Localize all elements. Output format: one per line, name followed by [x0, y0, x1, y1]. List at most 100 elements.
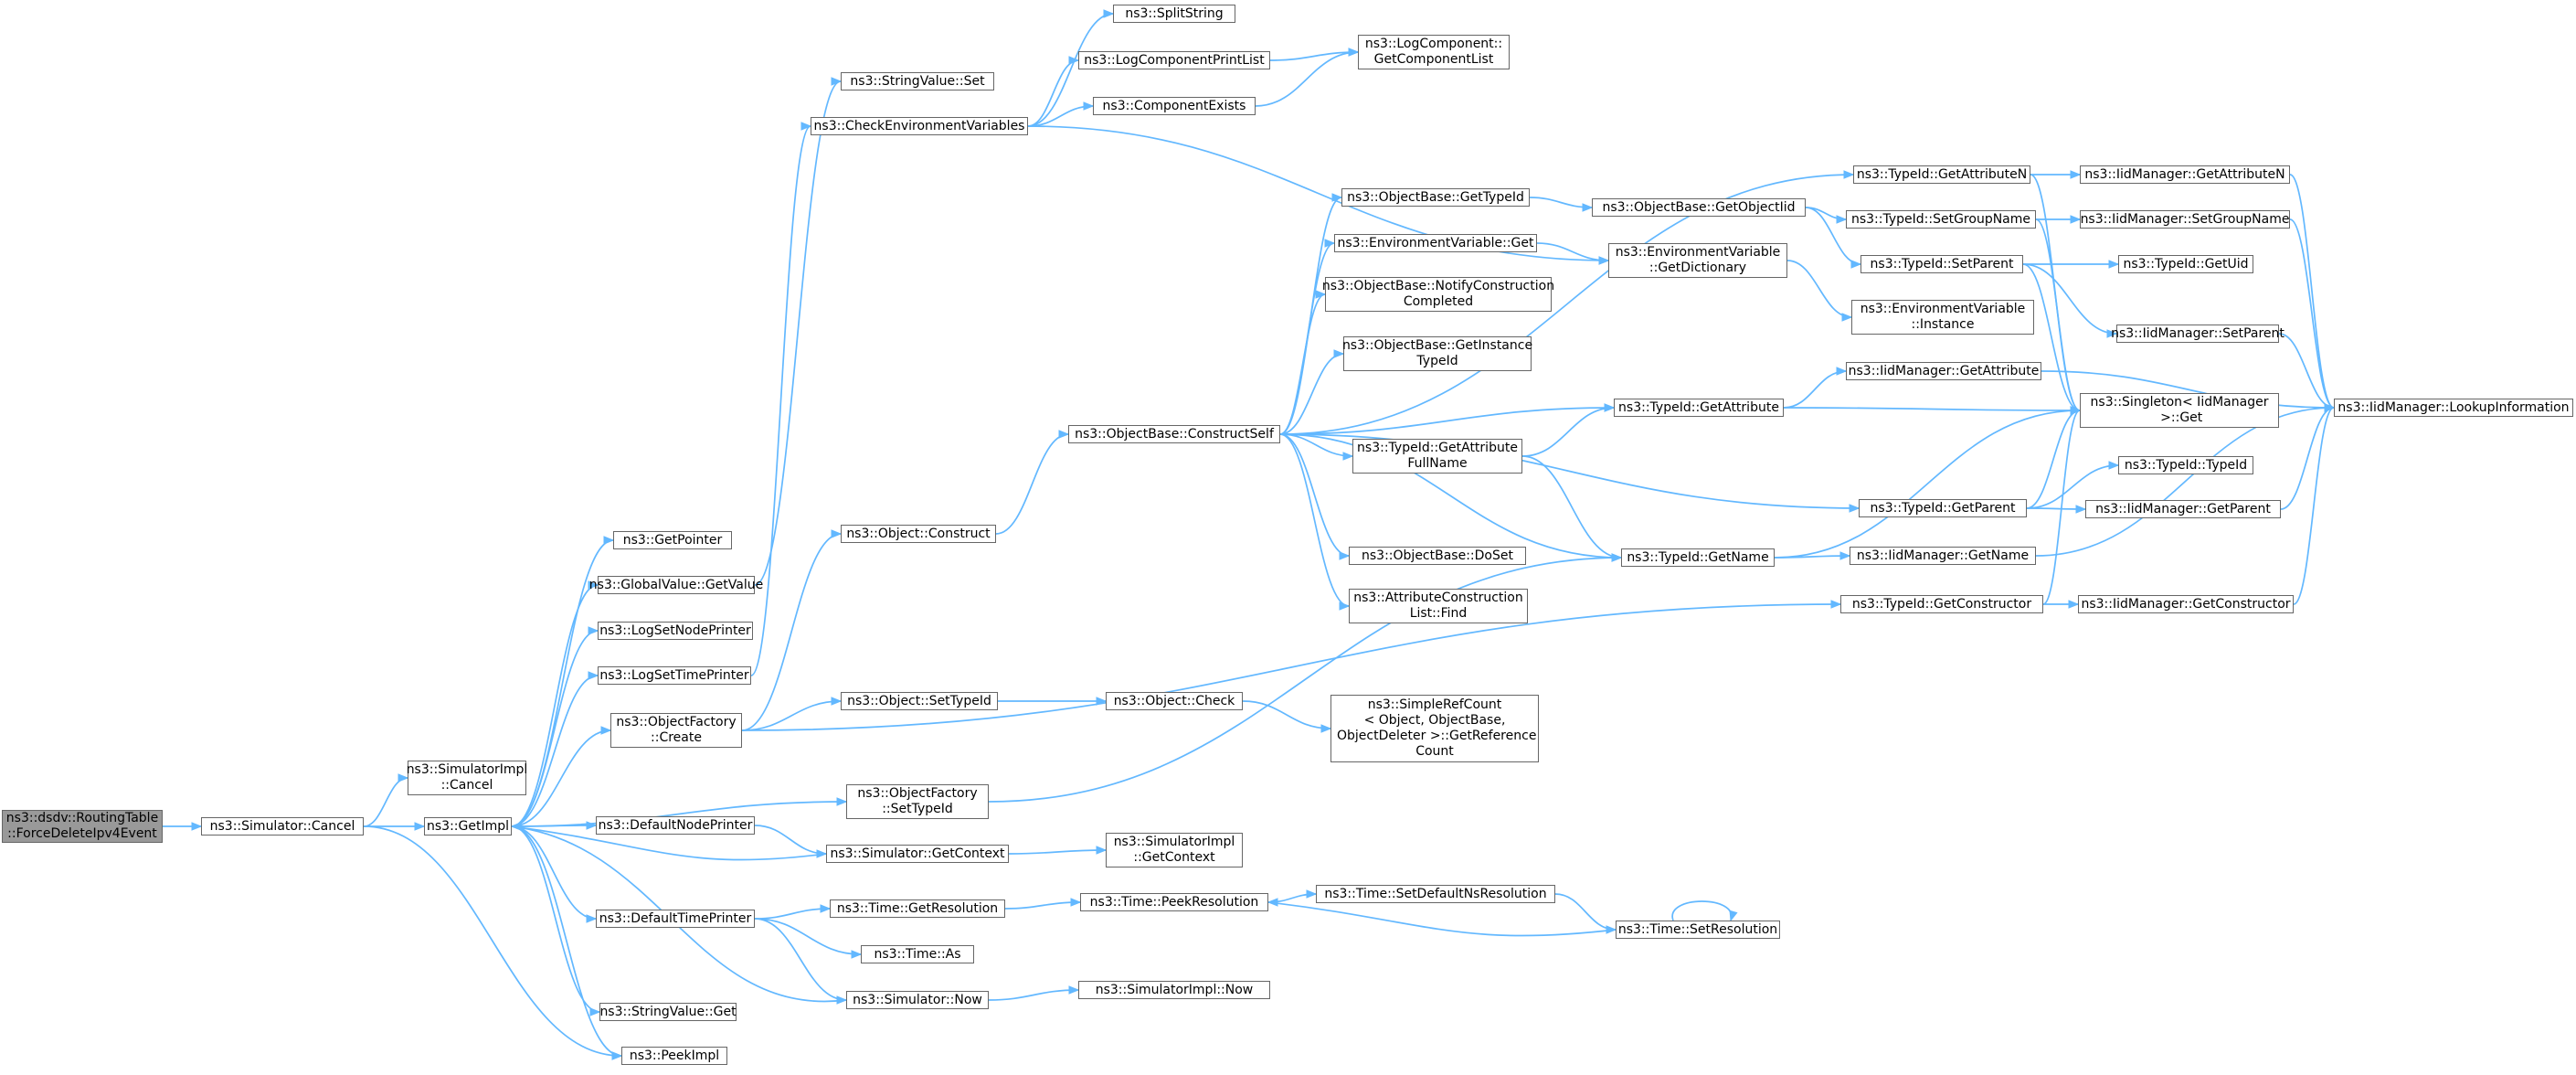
edge-simgetcontext-to-getimpl: [511, 825, 827, 861]
node-getimpl[interactable]: ns3::GetImpl: [424, 817, 512, 836]
edge-arrowhead: [1058, 430, 1070, 439]
edge-arrowhead: [588, 626, 599, 635]
node-checkenv[interactable]: ns3::CheckEnvironmentVariables: [811, 117, 1028, 135]
node-simcancel[interactable]: ns3::Simulator::Cancel: [201, 817, 364, 836]
edge-constructself-to-tidgetattr: [1279, 407, 1615, 435]
node-svset[interactable]: ns3::StringValue::Set: [841, 72, 994, 90]
node-setres[interactable]: ns3::Time::SetResolution: [1616, 921, 1780, 939]
node-simimplcancel[interactable]: ns3::SimulatorImpl ::Cancel: [407, 761, 527, 795]
edge-tidgetparent-to-singletonget: [2026, 410, 2081, 509]
edge-defnodeprinter-to-simgetcontext: [754, 825, 827, 855]
node-simimplgetcontext[interactable]: ns3::SimulatorImpl ::GetContext: [1106, 833, 1243, 867]
node-peekimpl[interactable]: ns3::PeekImpl: [621, 1047, 727, 1065]
edge-constructself-to-obdoset: [1279, 433, 1350, 557]
edge-arrowhead: [800, 122, 812, 131]
edge-getimpl-to-logsetnode: [511, 630, 599, 827]
node-obgettypeid[interactable]: ns3::ObjectBase::GetTypeId: [1341, 188, 1530, 207]
node-iidsetgroup[interactable]: ns3::IidManager::SetGroupName: [2080, 210, 2290, 229]
edge-arrowhead: [1306, 889, 1318, 899]
edge-simgetcontext-to-simimplgetcontext: [1008, 849, 1107, 855]
node-iidlookup[interactable]: ns3::IidManager::LookupInformation: [2334, 399, 2573, 417]
node-logsettime[interactable]: ns3::LogSetTimePrinter: [598, 666, 751, 685]
edge-simcancel-to-simimplcancel: [363, 777, 408, 827]
edge-arrowhead: [2075, 505, 2087, 514]
node-logcompget[interactable]: ns3::LogComponent:: GetComponentList: [1358, 35, 1510, 69]
node-root[interactable]: ns3::dsdv::RoutingTable ::ForceDeleteIpv…: [2, 810, 163, 843]
node-timeas[interactable]: ns3::Time::As: [861, 945, 974, 963]
node-constructself[interactable]: ns3::ObjectBase::ConstructSelf: [1068, 425, 1280, 443]
node-timegetres[interactable]: ns3::Time::GetResolution: [830, 899, 1005, 918]
edge-getimpl-to-logsettime: [511, 675, 599, 827]
node-objcheck[interactable]: ns3::Object::Check: [1106, 692, 1243, 710]
node-tidgetattr[interactable]: ns3::TypeId::GetAttribute: [1614, 399, 1784, 417]
node-objsettypeid[interactable]: ns3::Object::SetTypeId: [841, 692, 998, 710]
node-getattrfullname[interactable]: ns3::TypeId::GetAttribute FullName: [1352, 439, 1522, 474]
node-tidsetgroup[interactable]: ns3::TypeId::SetGroupName: [1846, 210, 2036, 229]
edge-envgetdict-to-envinstance: [1786, 260, 1852, 318]
node-simplerefcount[interactable]: ns3::SimpleRefCount < Object, ObjectBase…: [1330, 695, 1539, 762]
node-tidgetattrn[interactable]: ns3::TypeId::GetAttributeN: [1853, 165, 2030, 184]
node-getobjectiid[interactable]: ns3::ObjectBase::GetObjectIid: [1592, 198, 1806, 217]
node-ofsettypeid[interactable]: ns3::ObjectFactory ::SetTypeId: [846, 784, 989, 819]
call-edges: [163, 9, 2336, 1060]
node-logcompprint[interactable]: ns3::LogComponentPrintList: [1078, 51, 1270, 69]
edge-ofcreate-to-objsettypeid: [741, 700, 842, 731]
node-attrconstrfind[interactable]: ns3::AttributeConstruction List::Find: [1349, 589, 1528, 623]
node-simgetcontext[interactable]: ns3::Simulator::GetContext: [826, 845, 1009, 863]
node-ofcreate[interactable]: ns3::ObjectFactory ::Create: [610, 713, 742, 748]
edge-constructself-to-tidgetattrn: [1279, 174, 1854, 435]
edge-simcancel-to-peekimpl: [363, 825, 622, 1057]
edge-arrowhead: [1331, 193, 1343, 202]
node-iidgetattrn[interactable]: ns3::IidManager::GetAttributeN: [2080, 165, 2290, 184]
node-getinsttypeid[interactable]: ns3::ObjectBase::GetInstance TypeId: [1342, 336, 1532, 371]
node-logsetnode[interactable]: ns3::LogSetNodePrinter: [598, 622, 753, 640]
node-tidtypeid[interactable]: ns3::TypeId::TypeId: [2118, 456, 2253, 474]
edge-arrowhead: [1083, 101, 1095, 111]
node-peekres[interactable]: ns3::Time::PeekResolution: [1080, 893, 1268, 911]
node-svget[interactable]: ns3::StringValue::Get: [599, 1003, 737, 1021]
node-tidgetconstr[interactable]: ns3::TypeId::GetConstructor: [1840, 595, 2043, 613]
edge-arrowhead: [1339, 551, 1351, 560]
node-envinstance[interactable]: ns3::EnvironmentVariable ::Instance: [1851, 300, 2034, 335]
edge-getimpl-to-gvgetvalue: [511, 584, 599, 827]
node-simimplnow[interactable]: ns3::SimulatorImpl::Now: [1078, 981, 1270, 999]
node-iidsetparent[interactable]: ns3::IidManager::SetParent: [2111, 325, 2284, 343]
edge-arrowhead: [510, 822, 522, 831]
node-compexists[interactable]: ns3::ComponentExists: [1093, 97, 1256, 115]
node-gvgetvalue[interactable]: ns3::GlobalValue::GetValue: [589, 576, 763, 594]
node-setdefres[interactable]: ns3::Time::SetDefaultNsResolution: [1316, 885, 1555, 903]
edge-arrowhead: [1348, 48, 1360, 57]
node-defnodeprinter[interactable]: ns3::DefaultNodePrinter: [596, 816, 755, 835]
node-tidgetparent[interactable]: ns3::TypeId::GetParent: [1859, 499, 2027, 517]
edge-arrowhead: [586, 914, 598, 923]
edge-arrowhead: [588, 671, 599, 680]
edge-arrowhead: [588, 580, 599, 590]
node-envget[interactable]: ns3::EnvironmentVariable::Get: [1334, 234, 1537, 252]
node-splitstring[interactable]: ns3::SplitString: [1113, 5, 1235, 23]
node-obdoset[interactable]: ns3::ObjectBase::DoSet: [1349, 547, 1526, 565]
node-iidgetconstr[interactable]: ns3::IidManager::GetConstructor: [2078, 595, 2294, 613]
edge-arrowhead: [2068, 600, 2080, 609]
node-envgetdict[interactable]: ns3::EnvironmentVariable ::GetDictionary: [1608, 243, 1787, 278]
node-notifyconstr[interactable]: ns3::ObjectBase::NotifyConstruction Comp…: [1322, 277, 1554, 312]
edge-arrowhead: [611, 1051, 623, 1060]
node-iidgetattr[interactable]: ns3::IidManager::GetAttribute: [1846, 362, 2041, 380]
edge-arrowhead: [2108, 461, 2120, 470]
edge-iidgetname-to-iidlookup: [2035, 407, 2335, 557]
edge-arrowhead: [1333, 349, 1345, 358]
node-singletonget[interactable]: ns3::Singleton< IidManager >::Get: [2080, 393, 2279, 428]
edge-constructself-to-notifyconstr: [1279, 293, 1326, 435]
edge-arrowhead: [1830, 600, 1842, 609]
node-deftimeprinter[interactable]: ns3::DefaultTimePrinter: [596, 910, 755, 928]
node-tidsetparent[interactable]: ns3::TypeId::SetParent: [1860, 255, 2023, 273]
node-iidgetname[interactable]: ns3::IidManager::GetName: [1850, 547, 2036, 565]
node-getpointer[interactable]: ns3::GetPointer: [613, 531, 732, 549]
node-tidgetuid[interactable]: ns3::TypeId::GetUid: [2118, 255, 2253, 273]
node-tidgetname[interactable]: ns3::TypeId::GetName: [1621, 548, 1775, 567]
edge-arrowhead: [2070, 170, 2082, 179]
edge-arrowhead: [2070, 215, 2082, 224]
edge-deftimeprinter-to-timegetres: [754, 908, 831, 920]
node-objconstruct[interactable]: ns3::Object::Construct: [841, 525, 996, 543]
node-simnow[interactable]: ns3::Simulator::Now: [846, 991, 989, 1009]
node-iidgetparent[interactable]: ns3::IidManager::GetParent: [2085, 500, 2281, 518]
